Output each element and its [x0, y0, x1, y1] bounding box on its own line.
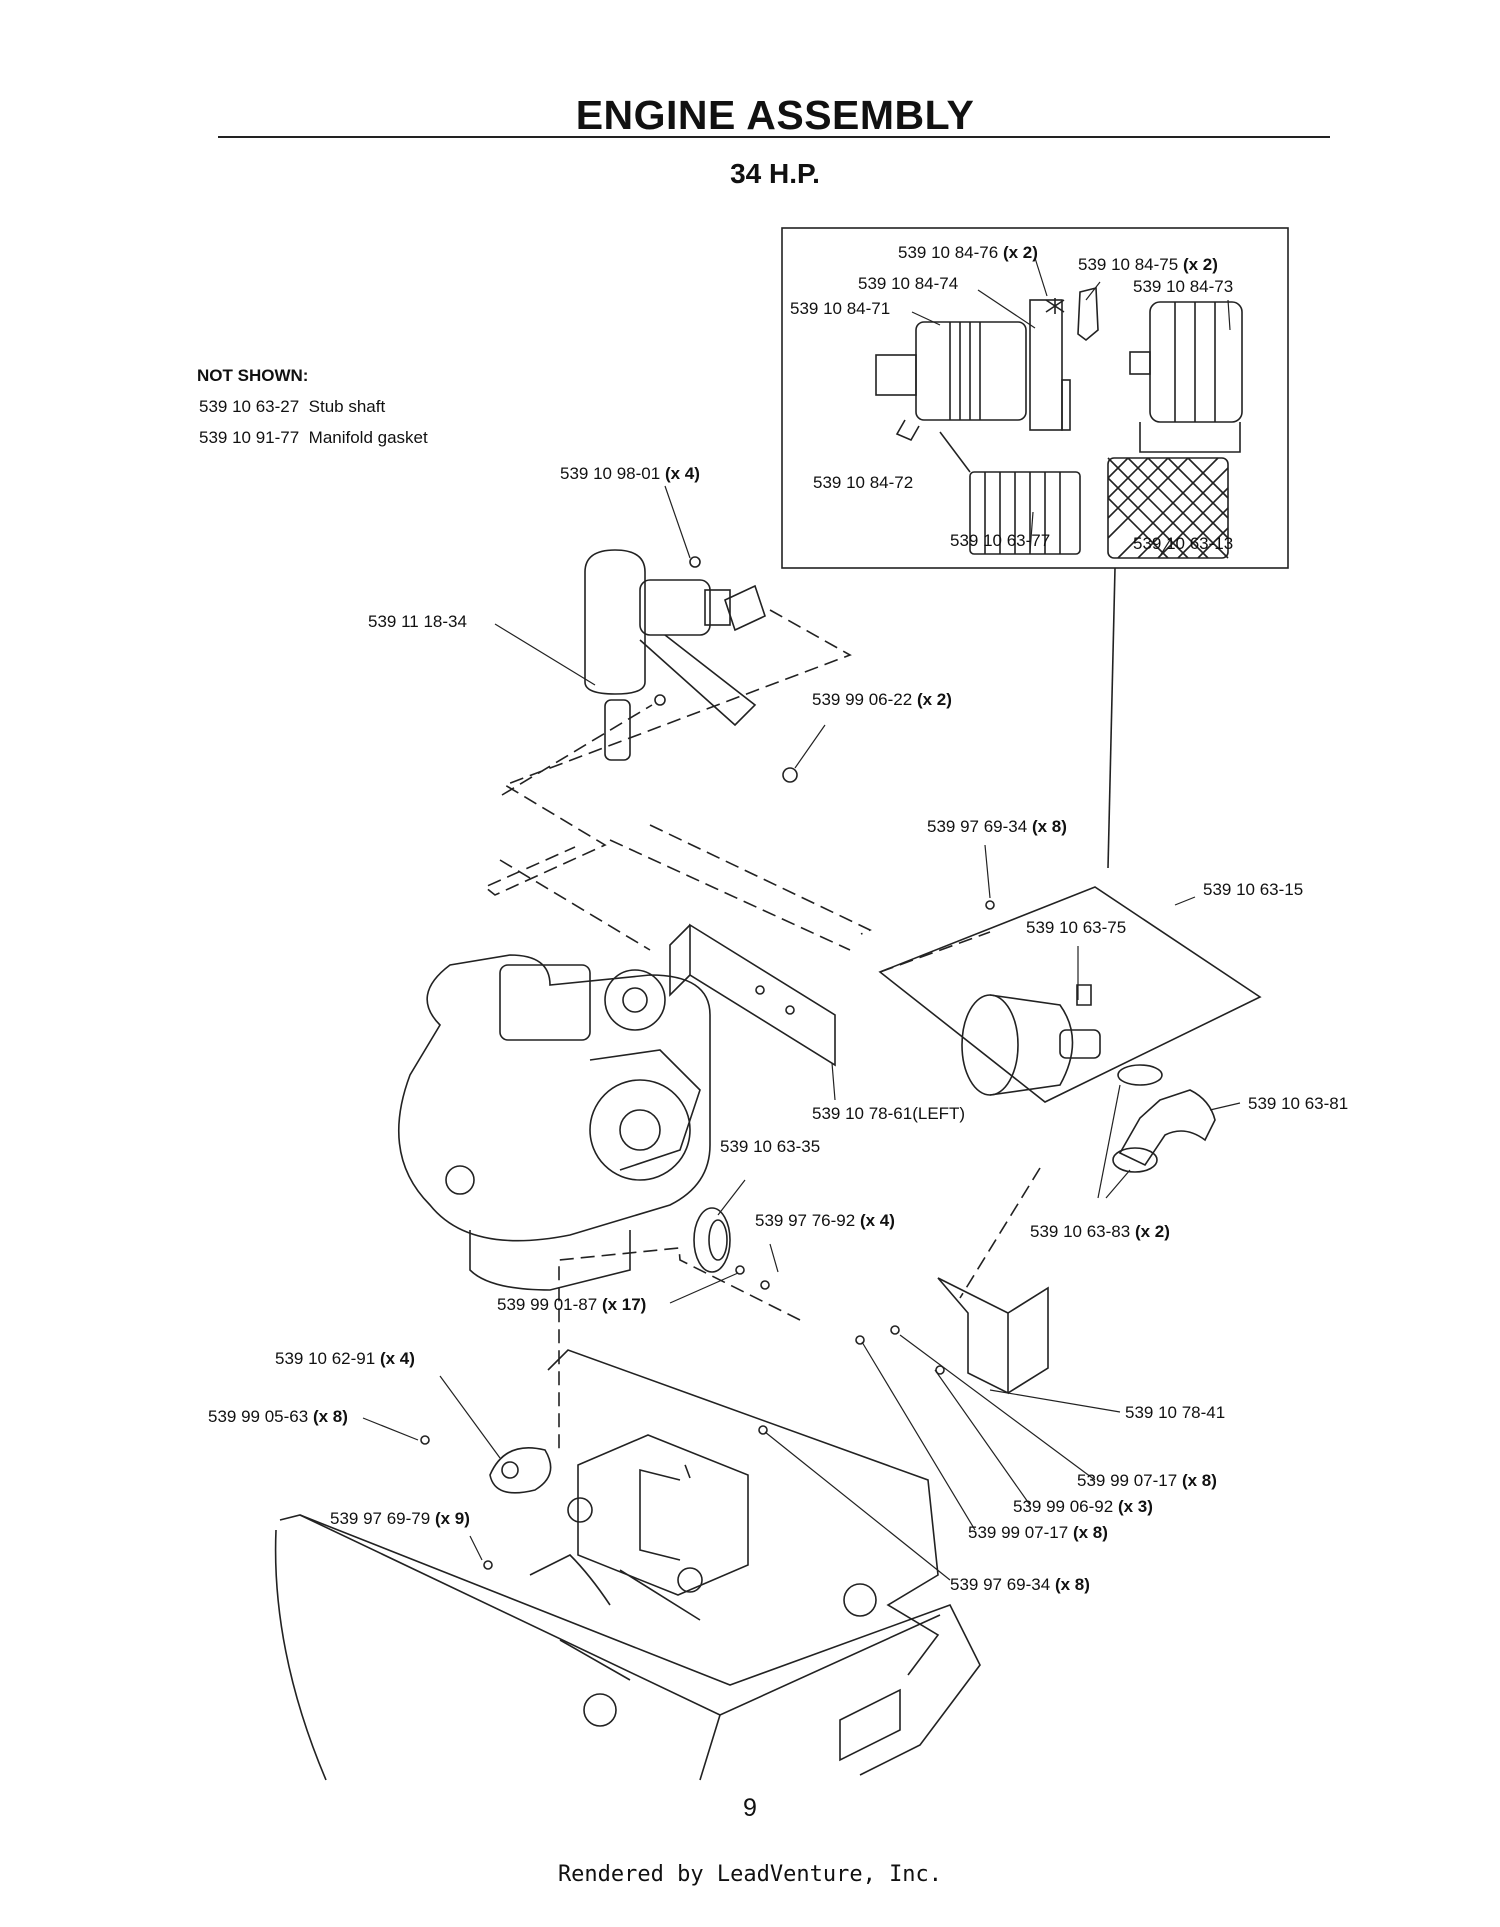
- callout-label: 539 10 62-91 (x 4): [275, 1349, 415, 1368]
- callout-label: 539 11 18-34: [368, 612, 467, 631]
- callout-label: 539 10 63-77: [950, 531, 1050, 550]
- frame-drawing: [274, 1349, 981, 1781]
- callout-label: 539 97 69-34 (x 8): [950, 1575, 1090, 1594]
- callout-label: 539 99 07-17 (x 8): [968, 1523, 1108, 1542]
- callout-label: 539 10 84-73: [1133, 277, 1233, 296]
- callout-label: 539 10 63-81: [1248, 1094, 1348, 1113]
- page-subtitle: 34 H.P.: [730, 158, 820, 189]
- callout-label: 539 99 06-22 (x 2): [812, 690, 952, 709]
- air-cleaner-housing-drawing: [875, 299, 1071, 442]
- callout-label: 539 97 69-79 (x 9): [330, 1509, 470, 1528]
- callout-label: 539 10 63-15: [1203, 880, 1303, 899]
- mount-bracket-right-drawing: [937, 1277, 1049, 1395]
- callout-label: 539 97 69-34 (x 8): [927, 817, 1067, 836]
- callout-label: 539 10 84-76 (x 2): [898, 243, 1038, 262]
- callout-label: 539 10 63-13: [1133, 534, 1233, 553]
- pulley-drawing: [693, 1207, 731, 1273]
- air-filter-inset-box: [781, 227, 1289, 569]
- air-cleaner-drawing: [961, 984, 1101, 1096]
- callout-label: 539 10 84-72: [813, 473, 913, 492]
- callout-label: 539 10 63-75: [1026, 918, 1126, 937]
- callout-label: 539 10 78-61(LEFT): [812, 1104, 965, 1123]
- callout-label: 539 10 84-71: [790, 299, 890, 318]
- engine-drawing: [397, 954, 711, 1291]
- not-shown-heading: NOT SHOWN:: [197, 366, 309, 385]
- not-shown-list: NOT SHOWN: 539 10 63-27 Stub shaft 539 1…: [197, 360, 428, 453]
- air-cleaner-bracket-drawing: [878, 886, 1262, 1103]
- callout-label: 539 10 63-83 (x 2): [1030, 1222, 1170, 1241]
- not-shown-description: Manifold gasket: [308, 428, 428, 447]
- title-rule: [218, 136, 1330, 138]
- not-shown-part-number: 539 10 63-27: [199, 397, 300, 416]
- callout-label: 539 10 84-74: [858, 274, 958, 293]
- clip-drawing: [1045, 298, 1065, 314]
- not-shown-description: Stub shaft: [308, 397, 386, 416]
- hose-drawing: [1118, 1089, 1216, 1167]
- page-number: 9: [743, 1794, 757, 1822]
- callout-label: 539 97 76-92 (x 4): [755, 1211, 895, 1230]
- inner-filter-drawing: [939, 431, 1081, 555]
- callout-label: 539 10 84-75 (x 2): [1078, 255, 1218, 274]
- callout-label: 539 99 05-63 (x 8): [208, 1407, 348, 1426]
- muffler-drawing: [584, 549, 766, 761]
- callout-label: 539 99 06-92 (x 3): [1013, 1497, 1153, 1516]
- air-cleaner-cover-drawing: [1129, 301, 1243, 453]
- hose-clamp-drawing: [1117, 1064, 1163, 1086]
- mount-bracket-left-drawing: [669, 923, 836, 1067]
- outer-filter-drawing: [1107, 457, 1229, 559]
- callout-label: 539 10 63-35: [720, 1137, 820, 1156]
- footer-credit: Rendered by LeadVenture, Inc.: [557, 1862, 943, 1887]
- callout-label: 539 99 07-17 (x 8): [1077, 1471, 1217, 1490]
- not-shown-part-number: 539 10 91-77: [199, 428, 300, 447]
- isolator-drawing: [489, 1446, 552, 1494]
- not-shown-item: 539 10 91-77 Manifold gasket: [197, 422, 428, 453]
- page-title: ENGINE ASSEMBLY: [575, 92, 975, 138]
- callout-label: 539 10 78-41: [1125, 1403, 1225, 1422]
- not-shown-item: 539 10 63-27 Stub shaft: [197, 391, 428, 422]
- hose-clamp-drawing: [1112, 1147, 1158, 1173]
- callout-label: 539 10 98-01 (x 4): [560, 464, 700, 483]
- callout-label: 539 99 01-87 (x 17): [497, 1295, 646, 1314]
- bracket-drawing: [1077, 286, 1099, 342]
